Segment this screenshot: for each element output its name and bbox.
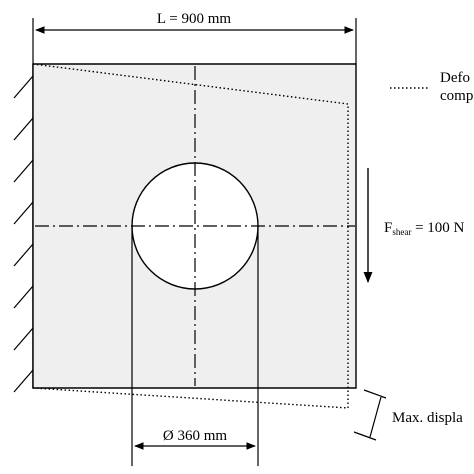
shear-force: Fshear = 100 N [363,168,465,284]
diameter-dimension: Ø 360 mm [131,226,259,466]
shear-force-value: = 100 N [411,220,464,236]
legend-deformed-line1: Defo [440,70,470,86]
shear-force-symbol: F [384,220,392,236]
fixed-support [13,64,34,393]
shear-force-subscript: shear [392,227,411,237]
legend: Defo comp [390,70,473,104]
max-displacement-label: Max. displa [392,410,463,426]
max-displacement-indicator [353,389,387,441]
length-dimension: L = 900 mm [32,11,357,64]
length-label: L = 900 mm [157,11,231,27]
diameter-label: Ø 360 mm [163,428,228,444]
wall-hatching [13,75,34,393]
shear-force-label: Fshear = 100 N [384,220,465,237]
center-lines [35,66,355,386]
legend-deformed-line2: comp [440,88,473,104]
